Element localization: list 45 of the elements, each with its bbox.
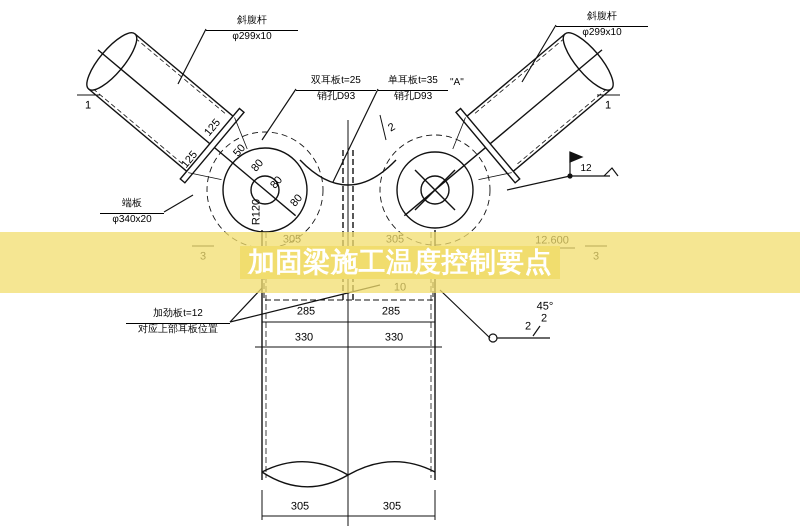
dimension-text: 305 <box>386 234 404 246</box>
dimension-text: 330 <box>294 332 314 344</box>
dimension-text: 1 <box>84 100 92 112</box>
leader-line <box>177 28 207 84</box>
dimension-text: 2 <box>386 122 398 134</box>
dimension-text: 305 <box>282 234 302 246</box>
dimension-text: 1 <box>604 100 612 112</box>
part-label: 单耳板t=35 <box>378 75 448 90</box>
dimension-text: 80 <box>288 192 306 210</box>
dimension-text: 305 <box>382 502 402 512</box>
dimension-text: 2 <box>524 322 532 332</box>
part-label: 斜腹杆 <box>206 15 298 30</box>
dimension-text: 125 <box>180 149 200 171</box>
dimension-text: 330 <box>384 332 404 344</box>
dimension-text: 12.600 <box>535 236 569 246</box>
leader-line <box>164 194 194 213</box>
part-label: 销孔D93 <box>392 90 434 103</box>
dimension-text: 3 <box>592 252 600 262</box>
part-label: 加劲板t=12 <box>126 308 230 324</box>
dimension-text: 2 <box>540 314 548 324</box>
leader-line <box>506 173 573 191</box>
part-label: 销孔D93 <box>316 90 356 103</box>
dimension-text: 285 <box>382 306 400 318</box>
dimension-text: 3 <box>200 252 206 262</box>
dimension-text: 285 <box>296 306 316 318</box>
part-label: φ299x10 <box>231 30 273 43</box>
part-label: φ340x20 <box>111 214 153 226</box>
dimension-text: 125 <box>202 117 224 139</box>
part-label: 斜腹杆 <box>556 11 648 26</box>
dimension-text: 45° <box>536 302 554 312</box>
part-label: φ299x10 <box>581 26 623 39</box>
leader-line <box>521 24 557 82</box>
dimension-text: 80 <box>268 174 286 192</box>
dimension-text: 305 <box>290 502 310 512</box>
leader-line <box>332 88 379 182</box>
dimension-text: 10 <box>394 282 406 294</box>
dimension-text: 50 <box>232 142 248 160</box>
dimension-text: 80 <box>250 158 266 174</box>
part-label: 端板 <box>100 198 164 214</box>
detail-mark: "A" <box>450 78 464 88</box>
dimension-text: R120 <box>252 198 262 226</box>
part-label: 12 <box>579 163 593 176</box>
part-label: 对应上部耳板位置 <box>137 324 219 336</box>
part-label: 双耳板t=25 <box>296 75 376 90</box>
leader-line <box>262 88 296 140</box>
